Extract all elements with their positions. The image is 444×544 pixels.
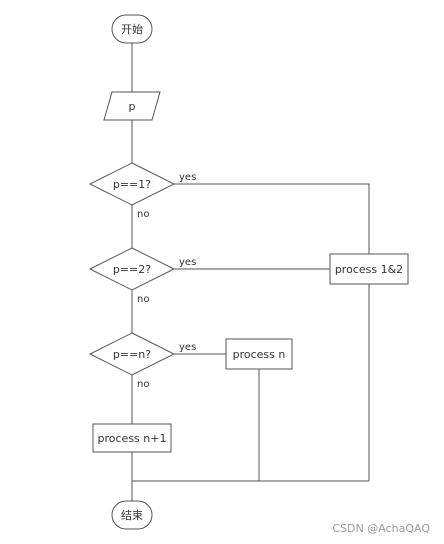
decision-node-3: p==n? xyxy=(88,332,176,376)
process-1-2-node: process 1&2 xyxy=(329,253,409,285)
no-label-1: no xyxy=(137,209,149,220)
process-n-plus-1-node: process n+1 xyxy=(92,423,172,453)
decision-node-1: p==1? xyxy=(88,162,176,206)
input-node: p xyxy=(103,91,161,121)
end-label: 结束 xyxy=(121,509,143,522)
yes-label-1: yes xyxy=(179,172,196,183)
decision-1-label: p==1? xyxy=(113,178,151,191)
no-label-3: no xyxy=(137,379,149,390)
watermark-text: CSDN @AchaQAQ xyxy=(332,522,430,535)
decision-3-label: p==n? xyxy=(113,348,151,361)
process-n-label: process n xyxy=(233,348,286,361)
edge-decision1-yes xyxy=(174,183,370,254)
process-n-node: process n xyxy=(225,338,293,370)
yes-label-3: yes xyxy=(179,342,196,353)
yes-label-2: yes xyxy=(179,257,196,268)
start-node: 开始 xyxy=(111,14,153,44)
start-label: 开始 xyxy=(121,22,143,36)
decision-2-label: p==2? xyxy=(113,263,151,276)
connectors xyxy=(131,43,370,501)
edge-labels: yes no yes no yes no xyxy=(137,172,196,390)
process-n-plus-1-label: process n+1 xyxy=(98,432,167,445)
process-1-2-label: process 1&2 xyxy=(335,263,403,276)
input-label: p xyxy=(129,100,136,113)
end-node: 结束 xyxy=(111,500,153,530)
decision-node-2: p==2? xyxy=(88,247,176,291)
no-label-2: no xyxy=(137,294,149,305)
